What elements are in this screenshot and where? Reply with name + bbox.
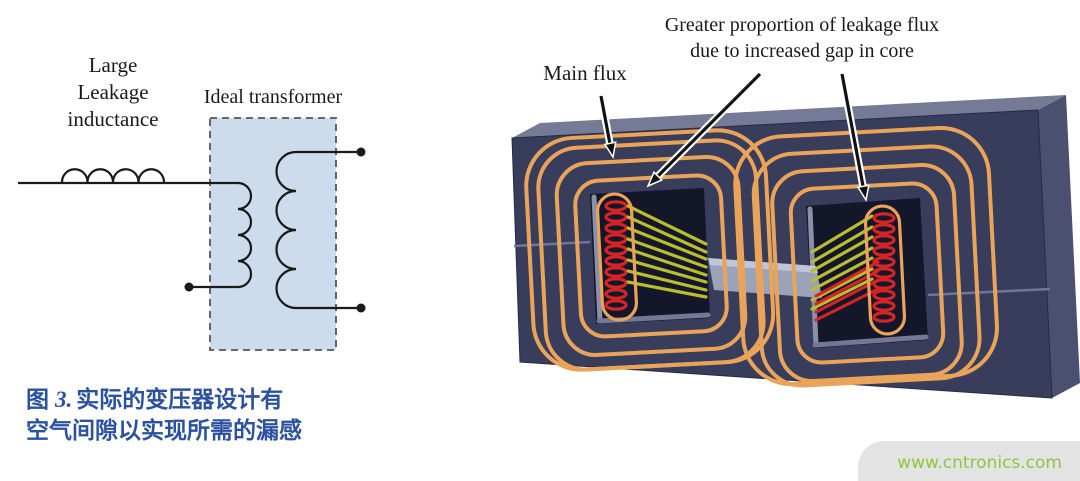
caption-text1: 实际的变压器设计有 <box>76 387 284 413</box>
left-coil-red <box>604 200 628 311</box>
corner-decoration <box>858 441 1080 481</box>
caption-line2: 空气间隙以实现所需的漏感 <box>26 418 302 444</box>
leakage-arrow-left <box>646 71 763 188</box>
main-flux-label: Main flux <box>543 61 627 85</box>
inductor-symbol <box>18 168 238 185</box>
core-top-face <box>512 95 1066 138</box>
leakage-arrow-right <box>838 73 870 203</box>
coil-flux-loop-right <box>863 204 907 336</box>
left-coil-strands <box>626 204 708 299</box>
leakage-flux-label: Greater proportion of leakage flux due t… <box>622 12 982 64</box>
right-coil-strands <box>810 214 874 311</box>
watermark: www.cntronics.com <box>897 453 1062 473</box>
caption-fig-number: 3. <box>55 387 73 412</box>
core-3d <box>511 95 1080 399</box>
primary-coil <box>189 181 253 289</box>
secondary-coil <box>275 150 361 310</box>
leakage-flux-line1: Greater proportion of leakage flux <box>664 14 940 36</box>
large-leakage-label: Large Leakage inductance <box>33 52 193 133</box>
ideal-transformer-label: Ideal transformer <box>203 86 343 108</box>
right-coil-red <box>872 212 896 323</box>
flux-loops-left <box>524 128 776 372</box>
caption-fig-prefix: 图 <box>26 387 49 413</box>
large-leakage-line2: Leakage <box>77 80 149 104</box>
main-flux-arrow <box>597 95 617 160</box>
large-leakage-line3: inductance <box>67 107 159 131</box>
large-leakage-line1: Large <box>88 53 138 77</box>
annotation-arrows <box>597 71 870 203</box>
schematic <box>18 117 366 351</box>
ideal-transformer-panel <box>209 117 337 351</box>
terminal-dots <box>184 147 366 313</box>
leakage-flux-line2: due to increased gap in core <box>690 40 914 62</box>
coil-flux-loop-left <box>595 192 639 322</box>
